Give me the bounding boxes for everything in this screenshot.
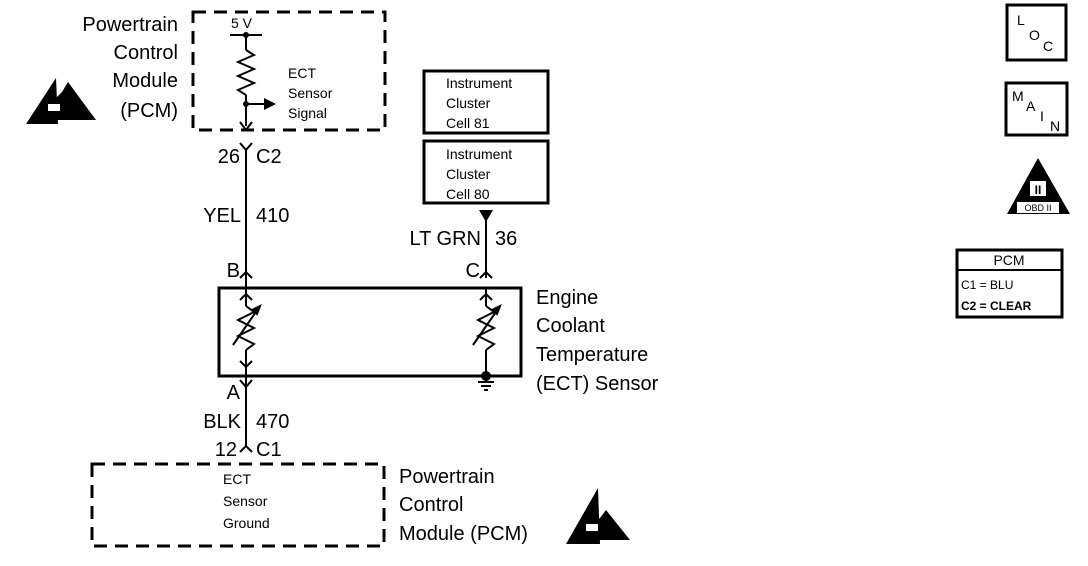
signal-label-line-3: Signal bbox=[288, 105, 327, 121]
terminal-b: B bbox=[227, 260, 240, 282]
loc-button[interactable]: L O C bbox=[1005, 3, 1068, 62]
signal-wire-color: YEL bbox=[203, 205, 241, 227]
svg-text:Cell 80: Cell 80 bbox=[446, 186, 490, 202]
obd-ii-button[interactable]: II OBD II bbox=[1007, 158, 1070, 214]
cluster-wire-circuit: 36 bbox=[495, 228, 517, 250]
pcm-top-label-line-3: Module bbox=[112, 70, 178, 92]
connector-c2: C2 bbox=[256, 146, 282, 168]
connector-c1: C1 bbox=[256, 439, 282, 461]
svg-text:A: A bbox=[1026, 98, 1036, 114]
voltage-label: 5 V bbox=[231, 15, 253, 31]
svg-text:Powertrain: Powertrain bbox=[399, 466, 495, 488]
main-button[interactable]: M A I N bbox=[1004, 81, 1069, 137]
pcm-legend-line-1: C1 = BLU bbox=[961, 278, 1013, 292]
terminal-c: C bbox=[466, 260, 480, 282]
obd-caption: OBD II bbox=[1024, 203, 1051, 213]
signal-label-line-2: Sensor bbox=[288, 85, 333, 101]
svg-text:L: L bbox=[1017, 12, 1025, 28]
pcm-top-boundary bbox=[191, 10, 387, 132]
pcm-top-label-line-2: Control bbox=[114, 42, 178, 64]
cluster-connector-arrow-icon bbox=[479, 210, 493, 222]
pcm-legend-line-2: C2 = CLEAR bbox=[961, 299, 1032, 313]
svg-text:Control: Control bbox=[399, 494, 463, 516]
terminal-a: A bbox=[227, 382, 241, 404]
cluster-wire-color: LT GRN bbox=[410, 228, 482, 250]
signal-label-line-1: ECT bbox=[288, 65, 316, 81]
esd-warning-icon bbox=[26, 78, 96, 124]
pcm-legend-title: PCM bbox=[993, 252, 1024, 268]
pin-12: 12 bbox=[215, 439, 237, 461]
pcm-top-module-label: Powertrain Control Module (PCM) bbox=[82, 14, 178, 122]
instrument-cluster-box-81: Instrument Cluster Cell 81 bbox=[422, 69, 550, 135]
svg-text:N: N bbox=[1050, 118, 1060, 134]
svg-text:Cell 81: Cell 81 bbox=[446, 115, 490, 131]
ect-sensor-name: Engine Coolant Temperature (ECT) Sensor bbox=[536, 287, 659, 395]
pcm-top-label-line-4: (PCM) bbox=[120, 100, 178, 122]
thermistor-left-icon bbox=[232, 278, 262, 384]
svg-text:Temperature: Temperature bbox=[536, 344, 648, 366]
obd-numeral: II bbox=[1035, 183, 1042, 197]
svg-text:I: I bbox=[1040, 108, 1044, 124]
chassis-ground-icon bbox=[478, 371, 494, 391]
pcm-top-label-line-1: Powertrain bbox=[82, 14, 178, 36]
esd-warning-icon-bottom bbox=[566, 488, 630, 544]
svg-text:M: M bbox=[1012, 88, 1024, 104]
signal-wire-circuit: 410 bbox=[256, 205, 289, 227]
instrument-cluster-box-80: Instrument Cluster Cell 80 bbox=[422, 139, 550, 205]
ground-label-line-1: ECT bbox=[223, 471, 251, 487]
connector-c1-symbol bbox=[239, 444, 253, 453]
svg-text:Module (PCM): Module (PCM) bbox=[399, 523, 528, 545]
pull-up-resistor bbox=[235, 49, 257, 96]
svg-text:Engine: Engine bbox=[536, 287, 598, 309]
ground-label-line-2: Sensor bbox=[223, 493, 268, 509]
svg-text:Cluster: Cluster bbox=[446, 166, 491, 182]
ground-wire-circuit: 470 bbox=[256, 411, 289, 433]
svg-text:O: O bbox=[1029, 27, 1040, 43]
thermistor-right-icon bbox=[472, 288, 502, 376]
ect-sensor-body bbox=[217, 286, 523, 378]
ground-wire-color: BLK bbox=[203, 411, 241, 433]
svg-text:Cluster: Cluster bbox=[446, 95, 491, 111]
svg-text:Coolant: Coolant bbox=[536, 315, 605, 337]
pcm-bottom-module-label: Powertrain Control Module (PCM) bbox=[399, 466, 528, 545]
svg-text:(ECT) Sensor: (ECT) Sensor bbox=[536, 373, 659, 395]
connector-c2-symbol bbox=[239, 142, 253, 152]
signal-arrow-icon bbox=[264, 98, 276, 110]
ground-label-line-3: Ground bbox=[223, 515, 270, 531]
pin-26: 26 bbox=[218, 146, 240, 168]
svg-text:C: C bbox=[1043, 38, 1053, 54]
svg-text:Instrument: Instrument bbox=[446, 146, 512, 162]
svg-text:Instrument: Instrument bbox=[446, 75, 512, 91]
pcm-connector-legend-button[interactable]: PCM C1 = BLU C2 = CLEAR bbox=[955, 248, 1064, 319]
